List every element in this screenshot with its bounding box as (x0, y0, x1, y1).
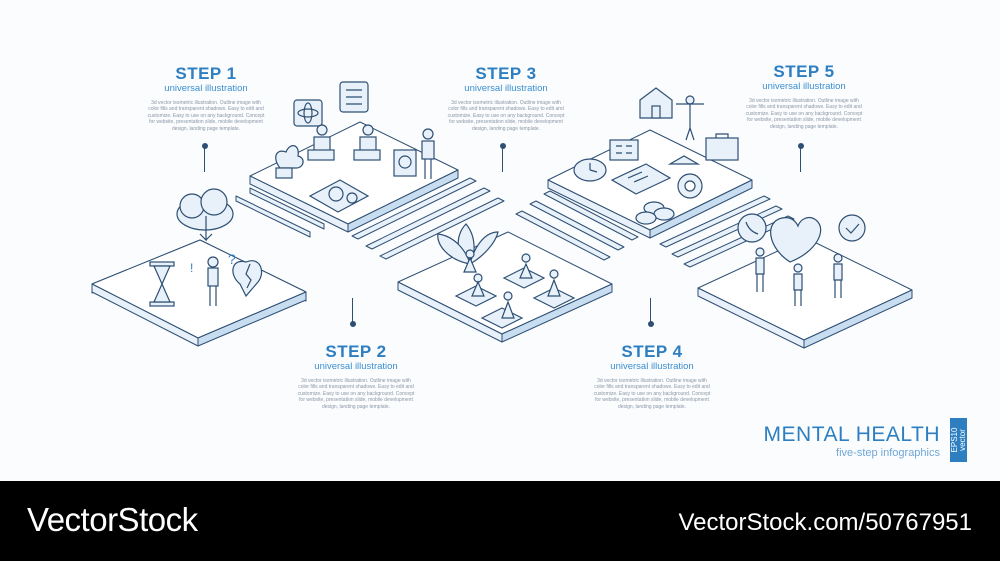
calculator-icon (609, 139, 639, 161)
step-subtitle: universal illustration (762, 81, 846, 92)
platform-step-2 (397, 231, 613, 343)
headline: MENTAL HEALTH five-step infographics (764, 424, 940, 460)
chat-bubble-atom-icon (293, 99, 323, 127)
platform-step-3 (249, 121, 459, 233)
step-subtitle: universal illustration (464, 83, 548, 94)
therapy-session-people-icon (307, 124, 435, 179)
phone-bubble-icon (737, 213, 767, 243)
clipboard-checklist-icon (610, 163, 672, 195)
platform-step-5 (697, 237, 913, 349)
checkmark-badge-icon (838, 214, 866, 242)
stairs-step-3-to-2 (351, 177, 505, 260)
headline-title: MENTAL HEALTH (763, 423, 940, 446)
brain-gears-icon (308, 179, 370, 213)
hourglass-icon (149, 261, 175, 307)
step-title: STEP 4 (621, 342, 683, 361)
house-icon (639, 87, 673, 119)
connector-step-2 (349, 298, 356, 327)
balance-person-icon (667, 95, 704, 165)
isometric-illustration: ? ! (91, 81, 913, 349)
stairs-step-2-to-4 (515, 190, 639, 261)
step-title: STEP 5 (773, 62, 835, 81)
chat-bubble-checklist-icon (339, 81, 369, 113)
step-subtitle: universal illustration (314, 361, 398, 372)
step-subtitle: universal illustration (610, 361, 694, 372)
meditating-people-icon (454, 249, 576, 329)
step-4-label: STEP 4 universal illustration 3d vector … (592, 342, 712, 410)
footer-image-reference: VectorStock.com/50767951 (678, 509, 972, 536)
step-description: 3d vector isometric illustration. Outlin… (593, 378, 711, 410)
step-3-label: STEP 3 universal illustration 3d vector … (446, 64, 566, 132)
step-description: 3d vector isometric illustration. Outlin… (147, 100, 265, 132)
illustration-area: ? ! (91, 62, 967, 462)
step-subtitle: universal illustration (164, 83, 248, 94)
connector-step-1 (201, 143, 208, 172)
connector-step-4 (647, 298, 654, 327)
headline-subtitle: five-step infographics (836, 447, 940, 459)
step-title: STEP 1 (175, 64, 237, 83)
coins-icon (635, 201, 675, 225)
svg-text:?: ? (228, 251, 236, 267)
step-5-label: STEP 5 universal illustration 3d vector … (744, 62, 864, 130)
footer-brand-logo: VectorStock (27, 501, 198, 538)
happy-people-icon (755, 247, 843, 306)
step-2-label: STEP 2 universal illustration 3d vector … (296, 342, 416, 410)
eps-badge: EPS10 vector (950, 418, 967, 462)
platform-step-1 (91, 239, 307, 347)
plant-icon (275, 145, 304, 179)
step-title: STEP 2 (325, 342, 387, 361)
broken-heart-icon (232, 260, 263, 298)
briefcase-icon (705, 133, 739, 161)
connector-step-5 (797, 143, 804, 172)
step-description: 3d vector isometric illustration. Outlin… (447, 100, 565, 132)
footer-watermark-bar: VectorStock VectorStock.com/50767951 (0, 481, 1000, 561)
step-description: 3d vector isometric illustration. Outlin… (297, 378, 415, 410)
lotus-icon (437, 223, 499, 266)
cloud-icon (176, 188, 234, 242)
step-title: STEP 3 (475, 64, 537, 83)
heart-icon (770, 216, 822, 263)
eps-badge-line-2: vector (957, 429, 967, 451)
gear-head-icon (393, 149, 417, 177)
step-description: 3d vector isometric illustration. Outlin… (745, 98, 863, 130)
gear-icon (677, 173, 703, 199)
connector-step-3 (499, 143, 506, 172)
person-stressed-icon: ? ! (190, 251, 236, 306)
step-1-label: STEP 1 universal illustration 3d vector … (146, 64, 266, 132)
clock-icon (573, 158, 607, 182)
eps-badge-text: EPS10 vector (950, 428, 967, 453)
svg-text:!: ! (190, 261, 193, 275)
